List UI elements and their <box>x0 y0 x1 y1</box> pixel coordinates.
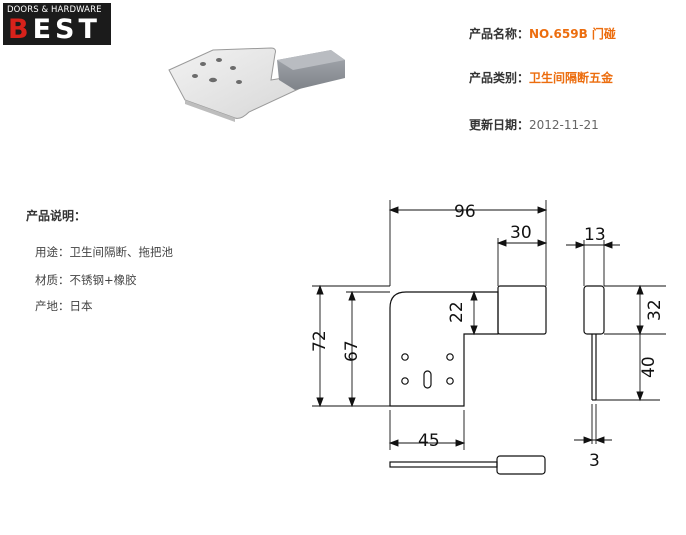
dim-45: 45 <box>418 431 440 451</box>
dim-96: 96 <box>454 202 476 222</box>
brand-logo: DOORS & HARDWARE BEST <box>3 3 111 45</box>
description-title: 产品说明： <box>26 209 87 223</box>
product-category-row: 产品类别：卫生间隔断五金 <box>469 69 613 86</box>
updated-date-value: 2012-11-21 <box>529 118 599 132</box>
front-view-pad <box>497 285 547 335</box>
product-name-row: 产品名称：NO.659B 门碰 <box>469 25 616 42</box>
dim-3: 3 <box>589 451 600 471</box>
technical-drawing: 96 30 13 22 72 67 32 40 45 3 <box>310 200 666 475</box>
product-category-label: 产品类别： <box>469 71 530 85</box>
description-material: 材质：不锈钢+橡胶 <box>35 273 137 287</box>
product-name-value: NO.659B 门碰 <box>529 27 616 41</box>
updated-date-label: 更新日期： <box>469 118 530 132</box>
dim-30: 30 <box>510 223 532 243</box>
dim-22: 22 <box>447 301 467 323</box>
description-usage: 用途：卫生间隔断、拖把池 <box>35 245 173 259</box>
dim-67: 67 <box>342 340 362 362</box>
front-view-plate <box>389 291 499 407</box>
side-view-pad <box>583 285 605 335</box>
logo-wordmark-rest: EST <box>32 14 101 45</box>
logo-wordmark: BEST <box>8 16 101 44</box>
logo-tagline: DOORS & HARDWARE <box>7 5 102 15</box>
logo-wordmark-first: B <box>8 14 33 45</box>
product-photo <box>168 47 345 122</box>
dim-32: 32 <box>645 299 665 321</box>
bottom-view-pad <box>496 455 546 475</box>
dim-13: 13 <box>584 225 606 245</box>
dim-72: 72 <box>310 330 330 352</box>
dim-40: 40 <box>639 356 659 378</box>
description-origin: 产地：日本 <box>35 299 93 313</box>
updated-date-row: 更新日期：2012-11-21 <box>469 116 599 133</box>
product-name-label: 产品名称： <box>469 27 530 41</box>
product-category-value: 卫生间隔断五金 <box>529 71 614 85</box>
